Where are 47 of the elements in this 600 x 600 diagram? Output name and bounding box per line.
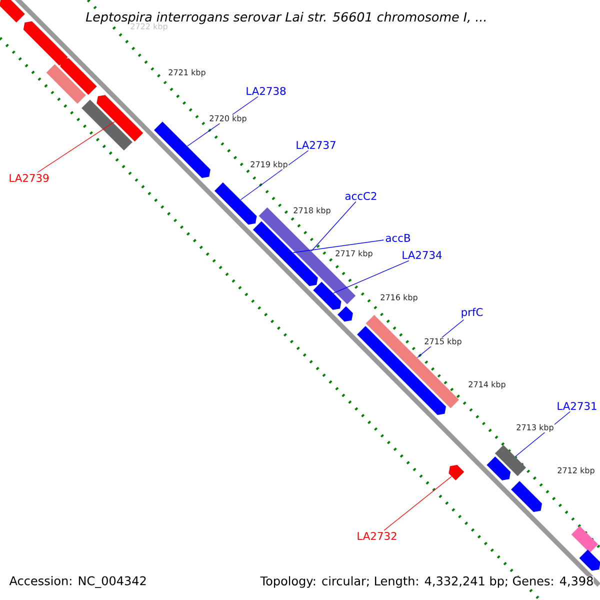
leader-line [384, 476, 452, 531]
gene-feature [96, 94, 144, 142]
tick-label: 2714 kbp [468, 380, 507, 390]
gene-label: LA2737 [296, 140, 336, 150]
gene-feature [579, 550, 600, 571]
leader-line [311, 201, 356, 252]
gene-feature [0, 0, 25, 22]
gene-label: accB [386, 234, 410, 242]
gene-feature [60, 58, 97, 95]
gene-feature [448, 464, 464, 480]
tick-label: 2712 kbp [556, 466, 596, 476]
gene-label: LA2739 [10, 174, 49, 182]
gene-label: LA2734 [402, 250, 442, 260]
gene-feature [23, 21, 68, 66]
leader-line [37, 121, 115, 173]
summary-text: Topology: circular; Length: 4,332,241 bp; Genes: 4,398 [260, 576, 594, 588]
tick-label: 2721 kbp [168, 68, 207, 78]
gene-label: accC2 [345, 192, 376, 200]
tick-label: 2715 kbp [424, 337, 463, 347]
gene-block [366, 314, 460, 408]
gene-block [82, 100, 132, 151]
tick-label: 2720 kbp [208, 114, 248, 124]
tick-label: 2717 kbp [334, 249, 374, 259]
accession-text: Accession: NC_004342 [9, 576, 146, 588]
gene-feature [214, 182, 257, 225]
leader-line [240, 150, 309, 200]
tick-label: 2716 kbp [380, 293, 419, 303]
gene-feature [154, 122, 210, 178]
tick-label: 2713 kbp [516, 423, 555, 433]
gene-feature [313, 282, 342, 310]
gene-feature [486, 456, 511, 480]
gene-feature [357, 326, 446, 415]
gene-feature [338, 306, 353, 322]
gene-label: LA2732 [358, 532, 396, 540]
gene-block [494, 444, 526, 476]
gene-block [571, 526, 598, 553]
gene-label: LA2731 [558, 402, 596, 410]
leader-line [292, 240, 384, 253]
leader-line [333, 260, 410, 294]
gene-feature [252, 221, 318, 286]
gene-block [46, 64, 86, 104]
gene-block [258, 207, 356, 304]
gene-label: LA2738 [246, 86, 286, 96]
tick-label: 2719 kbp [250, 160, 289, 170]
gene-label: prfC [462, 308, 483, 318]
tick-label: 2718 kbp [292, 206, 332, 216]
gene-feature [511, 481, 542, 512]
